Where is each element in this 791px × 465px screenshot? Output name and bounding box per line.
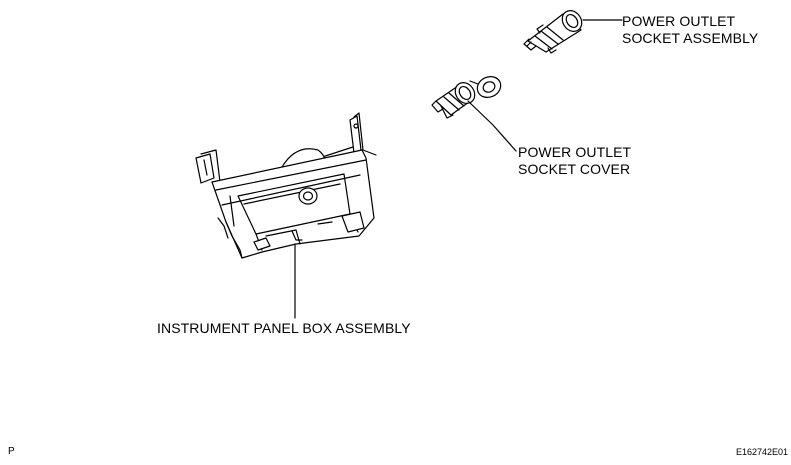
label-socket-cover-line2: SOCKET COVER: [518, 161, 631, 177]
power-outlet-socket-cover: [432, 73, 504, 118]
label-socket-assembly-line2: SOCKET ASSEMBLY: [622, 30, 759, 46]
leader-socket-cover: [468, 101, 516, 151]
label-panel-box: INSTRUMENT PANEL BOX ASSEMBLY: [157, 320, 411, 336]
label-socket-assembly: POWER OUTLET SOCKET ASSEMBLY: [622, 13, 758, 47]
power-outlet-socket-assembly: [524, 7, 586, 53]
corner-mark-left: P: [8, 446, 15, 457]
instrument-panel-box-assembly: [196, 113, 376, 258]
label-socket-assembly-line1: POWER OUTLET: [622, 13, 736, 29]
label-socket-cover: POWER OUTLET SOCKET COVER: [518, 144, 631, 178]
label-socket-cover-line1: POWER OUTLET: [518, 144, 632, 160]
figure-code: E162742E01: [736, 447, 789, 457]
